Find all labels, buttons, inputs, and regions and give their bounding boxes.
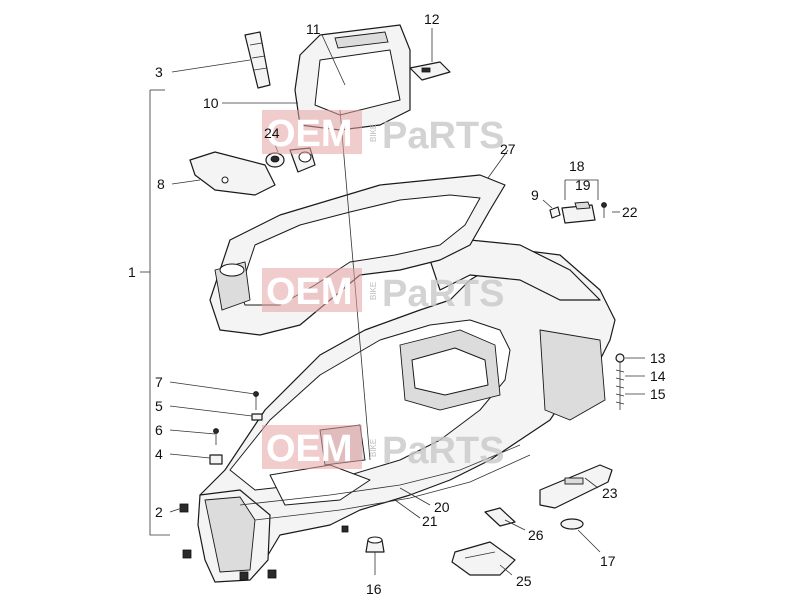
callout-14: 14 <box>650 368 666 384</box>
watermark-bike-text: BIKE <box>369 282 378 300</box>
trim-panel <box>539 464 613 509</box>
cap-17 <box>560 518 584 530</box>
callout-19: 19 <box>575 177 591 193</box>
watermark-parts-text: PaRTS <box>382 430 504 472</box>
callout-22: 22 <box>622 204 638 220</box>
callout-labels: 1 2 3 4 5 6 7 8 9 10 11 12 13 14 15 16 1… <box>128 11 666 597</box>
watermark-oem-text: OEM <box>266 428 353 470</box>
callout-18: 18 <box>569 158 585 174</box>
callout-8: 8 <box>157 176 165 192</box>
watermark-parts-text: PaRTS <box>382 115 504 157</box>
bracket-26 <box>484 507 516 527</box>
callout-10: 10 <box>203 95 219 111</box>
callout-21: 21 <box>422 513 438 529</box>
fasteners-left <box>209 391 263 465</box>
callout-15: 15 <box>650 386 666 402</box>
callout-17: 17 <box>600 553 616 569</box>
bumper-16 <box>365 536 385 553</box>
callout-11: 11 <box>306 21 321 37</box>
callout-16: 16 <box>366 581 382 597</box>
bolt-set <box>615 353 625 410</box>
watermark-parts-text: PaRTS <box>382 273 504 315</box>
lid-panel <box>189 151 276 196</box>
callout-23: 23 <box>602 485 618 501</box>
watermark-bike-text: BIKE <box>369 124 378 142</box>
callout-6: 6 <box>155 422 163 438</box>
plate-25 <box>451 541 516 576</box>
watermark-oem-text: OEM <box>266 271 353 313</box>
callout-12: 12 <box>424 11 440 27</box>
callout-24: 24 <box>264 125 280 141</box>
callout-27: 27 <box>500 141 516 157</box>
watermark-top: OEM BIKE PaRTS <box>262 110 504 157</box>
watermark-bike-text: BIKE <box>369 439 378 457</box>
callout-4: 4 <box>155 446 163 462</box>
small-parts-group <box>549 201 607 224</box>
callout-1: 1 <box>128 264 136 280</box>
watermark-middle: OEM BIKE PaRTS <box>262 268 504 315</box>
callout-2: 2 <box>155 504 163 520</box>
callout-25: 25 <box>516 573 532 589</box>
watermark-bottom: OEM BIKE PaRTS <box>262 425 504 472</box>
callout-7: 7 <box>155 374 163 390</box>
callout-26: 26 <box>528 527 544 543</box>
strap <box>244 31 271 89</box>
main-body-frame <box>179 239 616 583</box>
callout-20: 20 <box>434 499 450 515</box>
callout-9: 9 <box>531 187 539 203</box>
callout-3: 3 <box>155 64 163 80</box>
watermark-oem-text: OEM <box>266 113 353 155</box>
callout-13: 13 <box>650 350 666 366</box>
callout-5: 5 <box>155 398 163 414</box>
cover-plate <box>409 61 451 81</box>
